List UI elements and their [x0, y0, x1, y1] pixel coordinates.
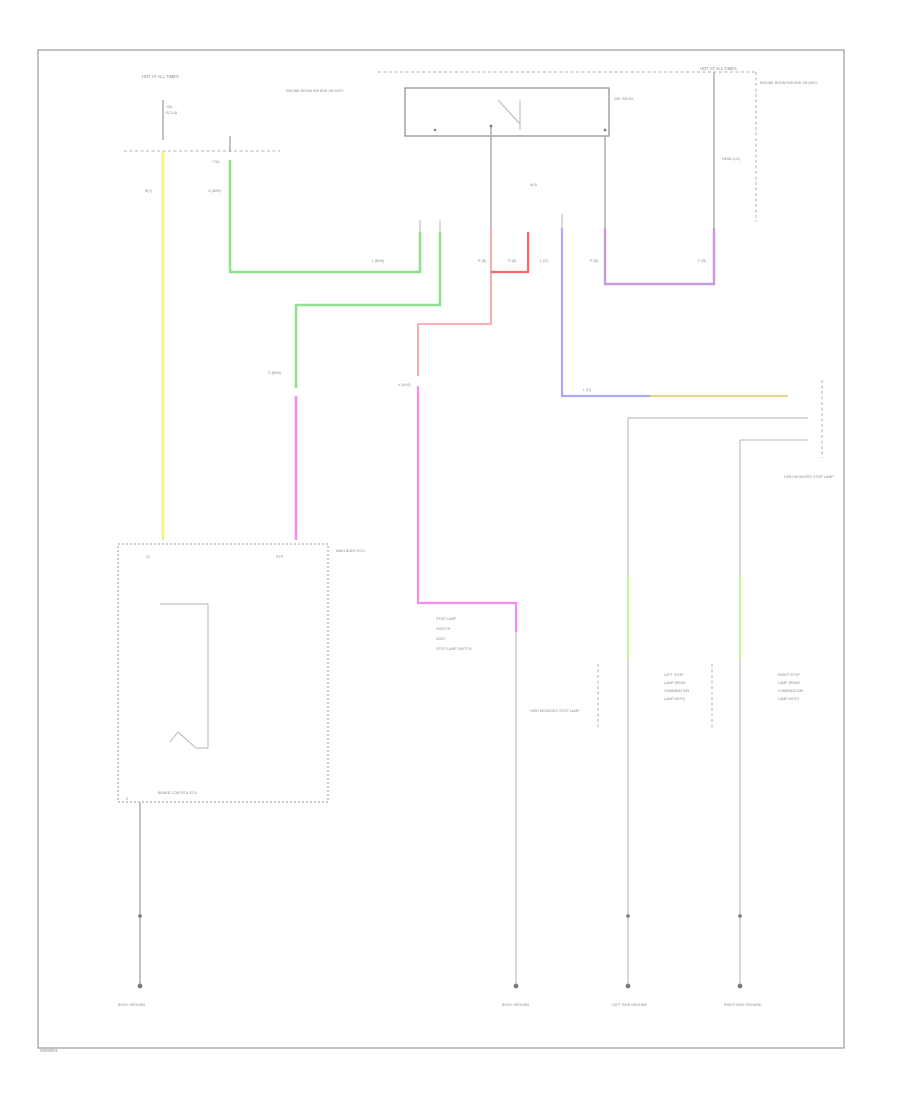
- switch-label-1: STOP LAMP: [436, 617, 457, 621]
- hot-label-left: HOT AT ALL TIMES: [142, 74, 179, 79]
- green-wire-code-top: G (B/W): [208, 189, 221, 193]
- ground-g2-label: BODY GROUND: [502, 1003, 529, 1007]
- right-lamp-label-3: COMBINATION: [778, 689, 803, 693]
- diagram-frame: [37, 49, 845, 1049]
- ground-g1-label: BODY GROUND: [118, 1003, 145, 1007]
- ground-g3-label: LEFT SIDE GROUND: [612, 1003, 647, 1007]
- relay-label: DRL RELAY: [614, 97, 634, 101]
- drl-relay-box: [404, 87, 610, 137]
- page-code: W000001: [40, 1048, 59, 1053]
- violet-wire-code-2: P (B): [698, 259, 706, 263]
- left-lamp-label-1: LEFT STOP: [664, 673, 684, 677]
- ground-g4-label: RIGHT SIDE GROUND: [724, 1003, 762, 1007]
- ground-g2-symbol: [513, 983, 519, 989]
- left-lamp-label-2: LAMP (REAR: [664, 681, 686, 685]
- red-wire-dark: [491, 232, 530, 274]
- ecu-internal-circuit: [160, 603, 209, 749]
- magenta-wire-code: V (W-B): [398, 383, 411, 387]
- left-lamp-node: [626, 914, 630, 918]
- violet-wire: [603, 228, 716, 286]
- ground-g1-symbol: [137, 983, 143, 989]
- fuse-name-left: ECU-B: [166, 111, 178, 115]
- switch-label-3: ASSY: [436, 637, 446, 641]
- relay-node-1: [489, 124, 493, 128]
- green-wire-lower: [294, 232, 442, 388]
- relay-box-note: ENGINE ROOM R/B AND J/B ASSY: [286, 89, 345, 93]
- hmsl-label: HIGH MOUNTED STOP LAMP: [784, 475, 834, 479]
- left-lamp-label-4: LAMP ASSY): [664, 697, 685, 701]
- relay-node-3: [433, 128, 437, 132]
- stop-fuse-label: W-B: [530, 183, 538, 187]
- yellow-wire-code: B(Y): [145, 189, 152, 193]
- ecu-box: [117, 543, 329, 803]
- switch-label-2: SWITCH: [436, 627, 451, 631]
- ground-g4-symbol: [737, 983, 743, 989]
- green-wire-upper: [228, 160, 422, 274]
- blue-wire-code-2: L (G): [583, 388, 591, 392]
- violet-wire-code-1: P (B): [590, 259, 598, 263]
- magenta-wire-center: [416, 386, 518, 632]
- right-supply-note: ENGINE ROOM R/B AND J/B ASSY: [760, 81, 819, 85]
- blue-wire-code: L (G): [540, 259, 548, 263]
- ecu-pin-e: E: [126, 797, 129, 801]
- switch-name-2: HIGH MOUNTED STOP LAMP: [530, 709, 580, 713]
- blue-wire: [560, 228, 650, 398]
- ecu-name: MAIN BODY ECU: [336, 549, 365, 553]
- red-wire-code: R (B): [478, 259, 486, 263]
- fuse-value-left: 10A: [166, 105, 173, 109]
- ecu-pin-ig: IG: [146, 555, 150, 559]
- left-lamp-label-3: COMBINATION: [664, 689, 689, 693]
- ecu-pin-stp: STP: [276, 555, 284, 559]
- ecu-ground-node: [138, 914, 142, 918]
- right-lamp-label-4: LAMP ASSY): [778, 697, 799, 701]
- fuse-ecu-value: 7.5A: [212, 160, 220, 164]
- green-wire-code-1: L (B/W): [372, 259, 384, 263]
- right-lamp-label-1: RIGHT STOP: [778, 673, 800, 677]
- right-lamp-label-2: LAMP (REAR: [778, 681, 800, 685]
- right-lamp-node: [738, 914, 742, 918]
- relay-contact-1: [497, 99, 521, 125]
- ecu-bottom-label: BRAKE CONTROL ECU: [158, 791, 198, 795]
- ground-g3-symbol: [625, 983, 631, 989]
- green-wire-code-2: G (B/W): [268, 371, 281, 375]
- relay-node-2: [603, 128, 607, 132]
- hot-label-right: HOT AT ALL TIMES: [700, 66, 737, 71]
- red-wire: [417, 228, 492, 376]
- switch-label-4: STOP LAMP SWITCH: [436, 647, 472, 651]
- red-wire-code-b: R (B): [508, 259, 516, 263]
- right-fuse-ref: HEAD (LO): [722, 157, 740, 161]
